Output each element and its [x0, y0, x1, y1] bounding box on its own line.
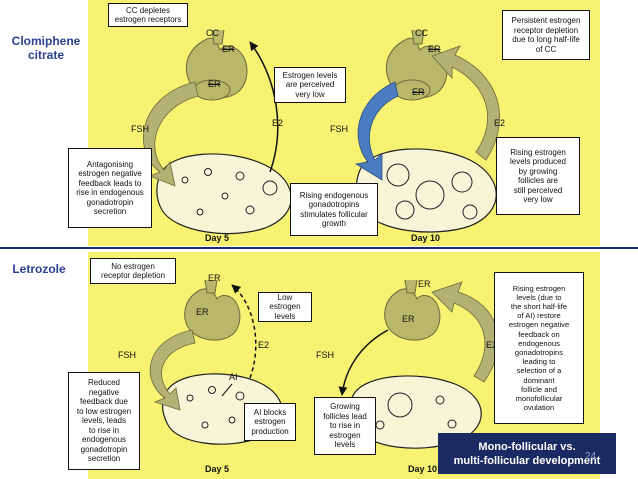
e2-arrow-day5: [249, 41, 279, 173]
cc-depletes-box: CC depletes estrogen receptors: [108, 3, 188, 27]
caption-box: Mono-follicular vs. multi-follicular dev…: [438, 433, 616, 474]
er-label-day10-b: ER: [412, 87, 425, 97]
er-label-day5-b: ER: [208, 79, 221, 89]
caption-line2: multi-follicular development: [453, 454, 601, 467]
persistent-depletion-box: Persistent estrogen receptor depletion d…: [502, 10, 590, 60]
ai-label: AI: [229, 372, 238, 382]
day10-label-top: Day 10: [411, 233, 441, 243]
page-number: 24: [585, 451, 597, 462]
cc-label-day10: CC: [415, 28, 428, 38]
e2-label-letrozole-day10: E2: [486, 340, 498, 350]
e2-label-day10: E2: [494, 118, 506, 128]
e2-dashed-arrow: [231, 284, 257, 379]
caption-line1: Mono-follicular vs.: [478, 440, 576, 453]
estrogen-perceived-box: Estrogen levels are perceived very low: [274, 67, 346, 103]
cc-label-day5: CC: [206, 28, 219, 38]
ovary-day5: [156, 153, 292, 235]
growing-follicles-box: Growing follicles lead to rise in estrog…: [314, 397, 376, 455]
low-estrogen-box: Low estrogen levels: [258, 292, 312, 322]
letrozole-label: Letrozole: [12, 262, 66, 276]
reduced-feedback-box: Reduced negative feedback due to low est…: [68, 372, 140, 470]
e2-arrow-letrozole-day10: [431, 281, 499, 383]
pituitary-gland-letrozole-day10: [384, 279, 441, 341]
rising-endogenous-box: Rising endogenous gonadotropins stimulat…: [290, 183, 378, 236]
rising-restore-box: Rising estrogen levels (due to the short…: [494, 272, 584, 424]
pituitary-gland-day5: [185, 29, 248, 101]
e2-label-letrozole-day5: E2: [258, 340, 270, 350]
fsh-label-day5: FSH: [131, 124, 149, 134]
fsh-label-letrozole-day5: FSH: [118, 350, 136, 360]
ai-pointer: [221, 383, 233, 397]
fsh-arrow-day5: [143, 81, 199, 187]
ai-blocks-box: AI blocks estrogen production: [244, 403, 296, 441]
e2-arrow-day10: [431, 45, 500, 161]
er-label-day5-a: ER: [222, 44, 235, 54]
fsh-label-letrozole-day10: FSH: [316, 350, 334, 360]
panel-divider: [0, 247, 638, 249]
er-label-day10-a: ER: [428, 44, 441, 54]
pituitary-gland-letrozole-day5: [184, 279, 241, 341]
er-label-letrozole-day10-b: ER: [402, 314, 415, 324]
rising-estrogen-box: Rising estrogen levels produced by growi…: [496, 137, 580, 215]
er-label-letrozole-day5-b: ER: [196, 307, 209, 317]
no-depletion-box: No estrogen receptor depletion: [90, 258, 176, 284]
pituitary-gland-day10: [385, 29, 448, 101]
fsh-arrow-letrozole-day10: [338, 329, 389, 396]
er-label-letrozole-day5-a: ER: [208, 273, 221, 283]
day5-label-top: Day 5: [205, 233, 230, 243]
er-label-letrozole-day10-a: ER: [418, 279, 431, 289]
clomiphene-label: Clomiphene citrate: [11, 34, 81, 62]
fsh-arrow-day10: [354, 81, 399, 181]
e2-label-day5: E2: [272, 118, 284, 128]
antagonising-box: Antagonising estrogen negative feedback …: [68, 148, 152, 228]
fsh-label-day10: FSH: [330, 124, 348, 134]
fsh-arrow-letrozole-day5: [149, 329, 196, 411]
day10-label-bottom: Day 10: [408, 464, 438, 474]
day5-label-bottom: Day 5: [205, 464, 230, 474]
